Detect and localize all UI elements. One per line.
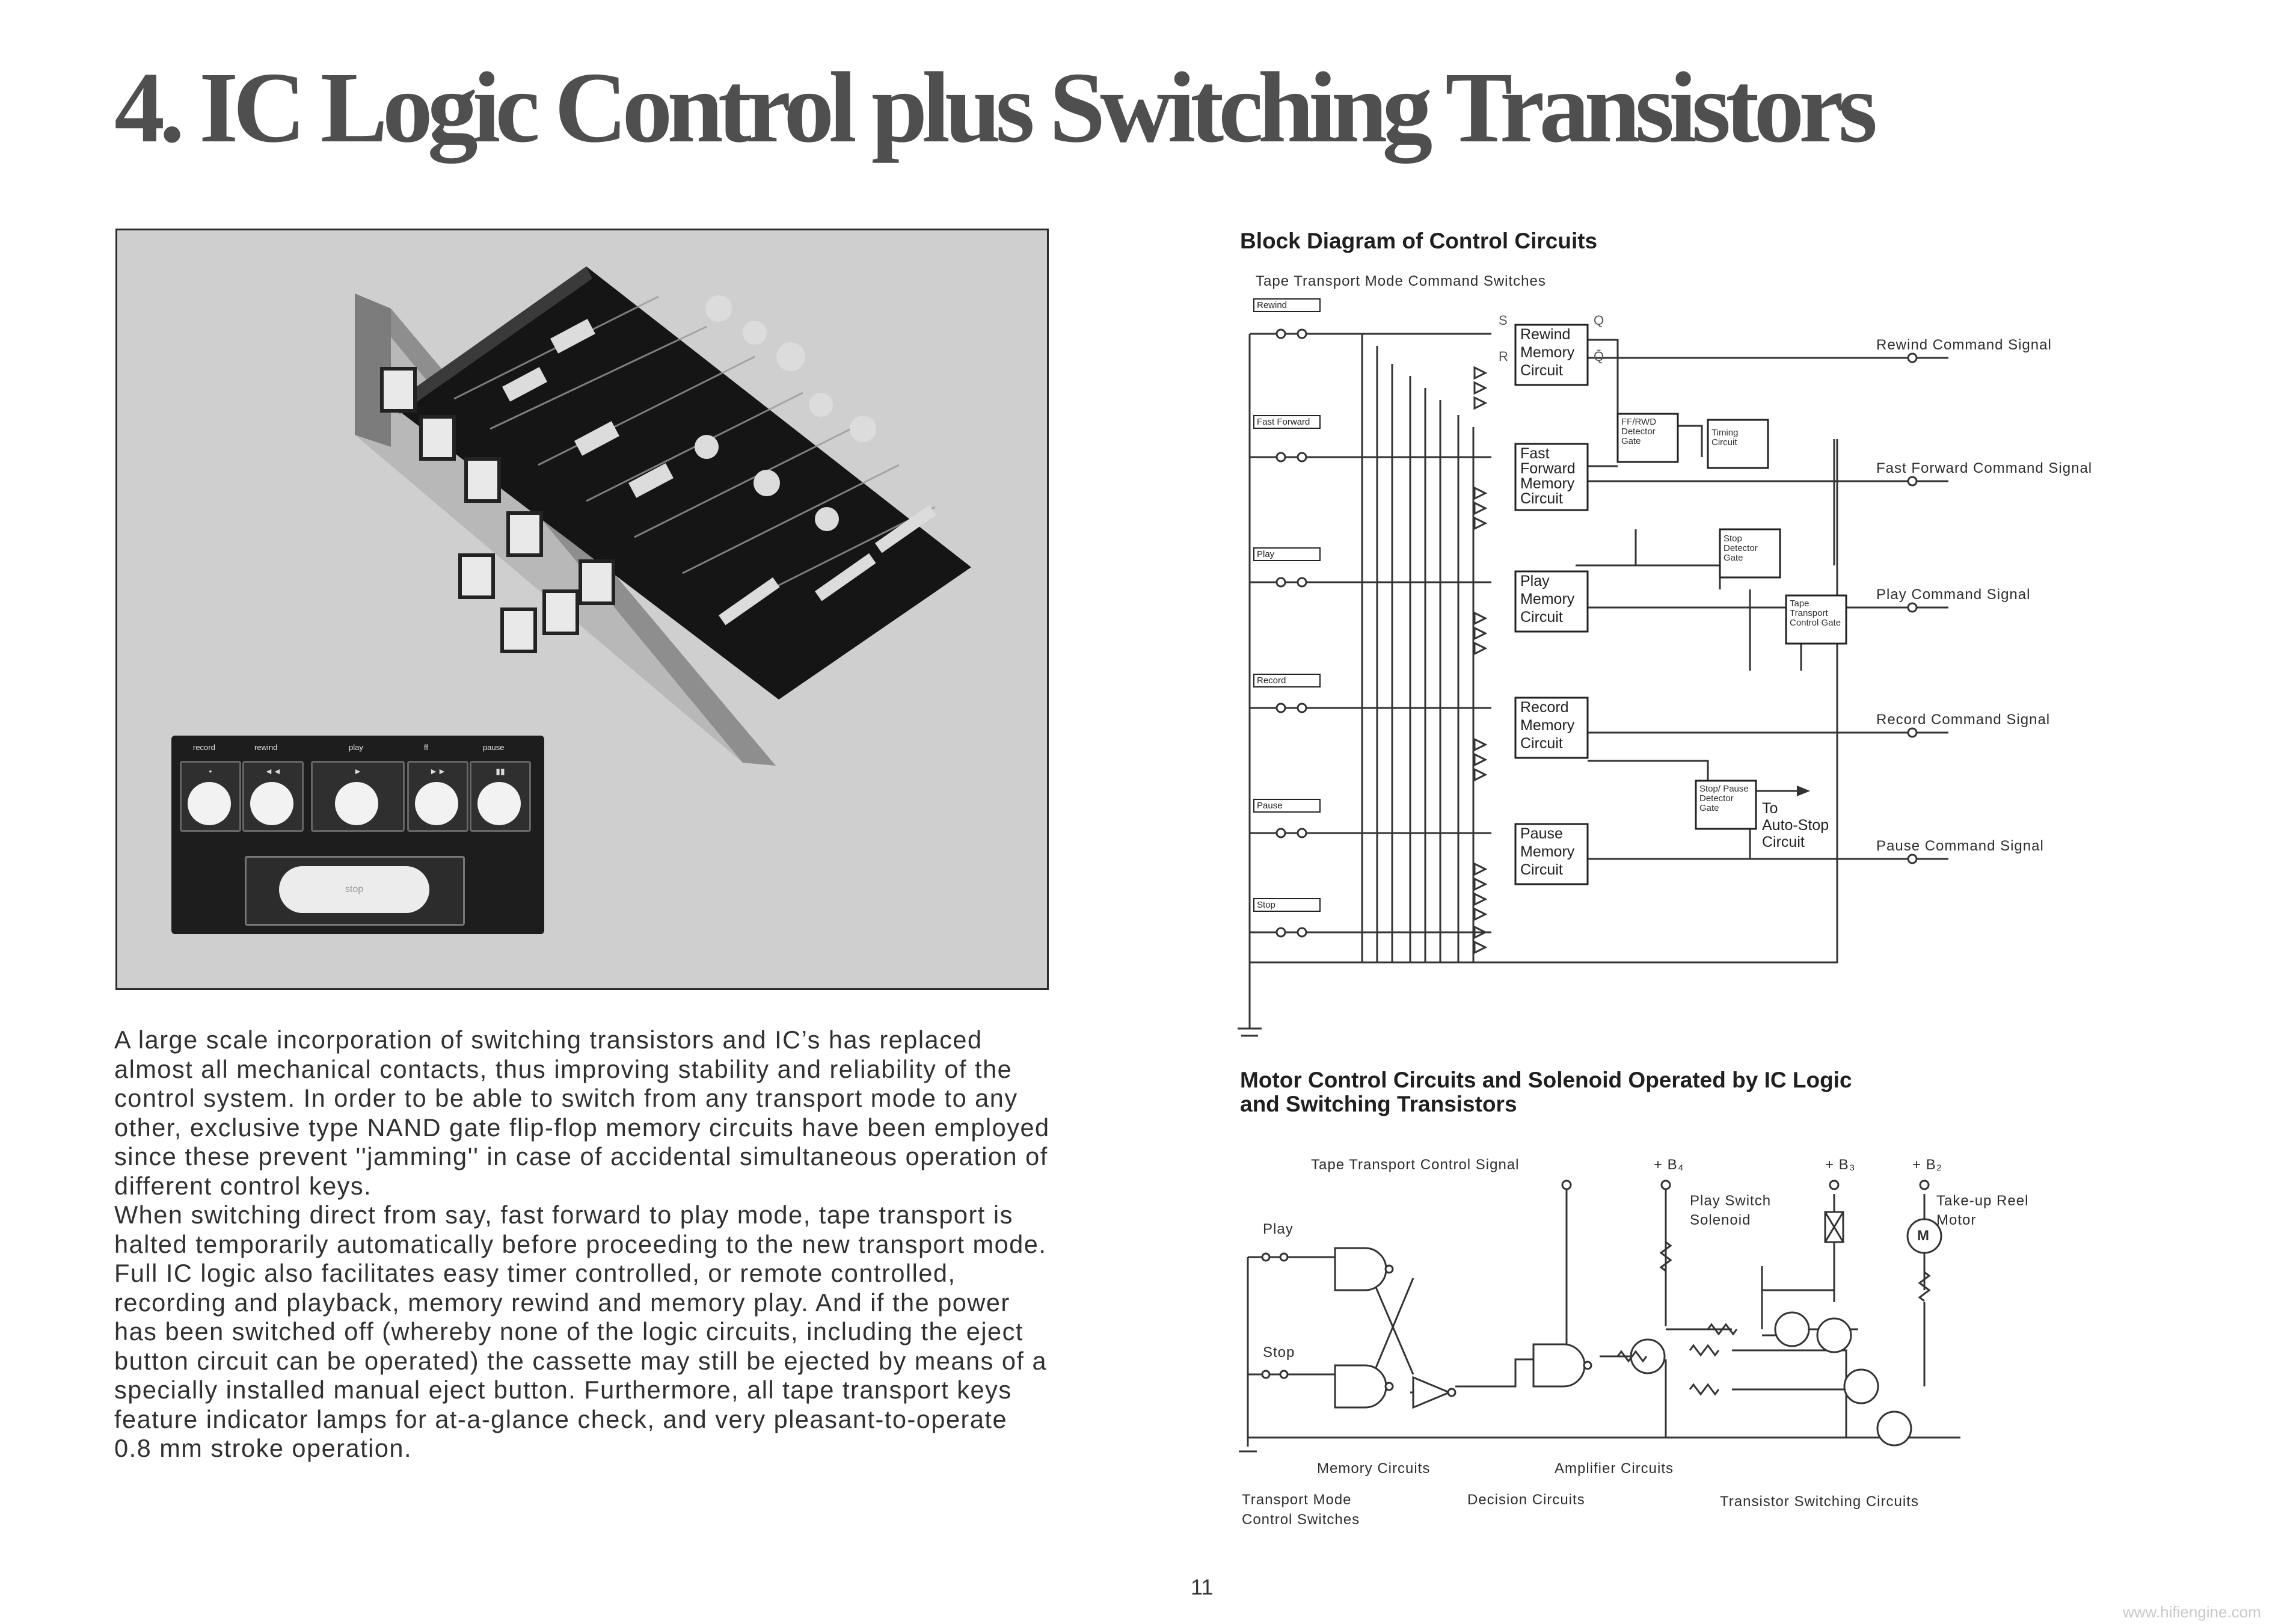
paragraph-1: A large scale incorporation of switching…: [114, 1026, 1050, 1200]
rewind-button-cap: [250, 782, 293, 825]
stop-key: stop: [245, 856, 465, 926]
switches-heading: Tape Transport Mode Command Switches: [1256, 273, 1546, 289]
motor-control-diagram: Motor Control Circuits and Solenoid Oper…: [1233, 1068, 2135, 1543]
ffrwd-detector-gate: FF/RWD Detector Gate: [1621, 417, 1657, 446]
stop-pause-detector-gate: Stop/ Pause Detector Gate: [1699, 784, 1749, 813]
paragraph-2: When switching direct from say, fast for…: [114, 1201, 1048, 1462]
circuit-board-illustration: [355, 266, 971, 766]
play-switch-label: Play: [1263, 1221, 1294, 1237]
stop-detector-gate: Stop Detector Gate: [1724, 534, 1758, 563]
record-glyph: •: [209, 766, 212, 776]
memory-circuits-label: Memory Circuits: [1317, 1460, 1431, 1477]
decision-circuits-label: Decision Circuits: [1467, 1492, 1585, 1508]
panel-label-play: play: [349, 743, 363, 752]
b2-label: + B₂: [1912, 1157, 1943, 1173]
pin-q: Q: [1594, 313, 1604, 328]
switch-pause: Pause: [1253, 799, 1321, 813]
motor-diagram-heading-1: Motor Control Circuits and Solenoid Oper…: [1240, 1068, 1852, 1092]
pin-qbar: Q̄: [1594, 349, 1604, 364]
panel-label-record: record: [193, 743, 215, 752]
page-title: 4. IC Logic Control plus Switching Trans…: [114, 52, 1877, 164]
switch-record: Record: [1253, 674, 1321, 687]
block-diagram-heading: Block Diagram of Control Circuits: [1240, 229, 1598, 253]
motor-diagram-heading-2: and Switching Transistors: [1240, 1092, 1517, 1116]
rewind-glyph: ◄◄: [265, 766, 281, 776]
transistor-switching-label: Transistor Switching Circuits: [1720, 1493, 1919, 1510]
play-glyph: ►: [354, 766, 362, 776]
pause-button-cap: [477, 782, 521, 825]
record-button-cap: [188, 782, 231, 825]
fast-forward-command-signal: Fast Forward Command Signal: [1876, 460, 2093, 476]
play-command-signal: Play Command Signal: [1876, 586, 2031, 603]
panel-label-rewind: rewind: [254, 743, 278, 752]
stop-switch-label: Stop: [1263, 1344, 1295, 1361]
rewind-key: ◄◄: [242, 761, 304, 832]
motor-diagram-wiring: [1239, 1180, 1960, 1453]
rewind-command-signal: Rewind Command Signal: [1876, 337, 2052, 353]
watermark: www.hifiengine.com: [2123, 1603, 2261, 1621]
panel-label-pause: pause: [483, 743, 505, 752]
pin-r: R: [1499, 349, 1508, 364]
stop-button-cap: stop: [279, 866, 429, 913]
switch-fast-forward: Fast Forward: [1253, 415, 1321, 429]
timing-circuit: Timing Circuit: [1711, 428, 1739, 448]
block-diagram-wiring: [1238, 324, 1948, 1037]
body-text: A large scale incorporation of switching…: [114, 1026, 1052, 1463]
control-panel: record rewind play ff pause • ◄◄ ► ►► ▮▮…: [171, 736, 544, 934]
pause-key: ▮▮: [470, 761, 531, 832]
record-key: •: [180, 761, 241, 832]
panel-label-ff: ff: [424, 743, 428, 752]
b4-label: + B₄: [1654, 1157, 1684, 1173]
block-diagram: Block Diagram of Control Circuits Tape T…: [1233, 229, 2135, 1047]
pause-glyph: ▮▮: [496, 766, 505, 776]
tape-transport-control-gate: Tape Transport Control Gate: [1790, 598, 1841, 628]
pause-command-signal: Pause Command Signal: [1876, 838, 2044, 854]
switch-play: Play: [1253, 547, 1321, 561]
ff-button-cap: [415, 782, 458, 825]
switch-stop: Stop: [1253, 898, 1321, 912]
ff-glyph: ►►: [429, 766, 446, 776]
motor-symbol: M: [1917, 1228, 1930, 1244]
switch-rewind: Rewind: [1253, 298, 1321, 312]
product-photo: record rewind play ff pause • ◄◄ ► ►► ▮▮…: [115, 229, 1049, 990]
tape-transport-control-signal: Tape Transport Control Signal: [1311, 1157, 1520, 1173]
pin-s: S: [1499, 313, 1508, 328]
play-key: ►: [311, 761, 405, 832]
play-button-cap: [335, 782, 378, 825]
amplifier-circuits-label: Amplifier Circuits: [1555, 1460, 1674, 1477]
ff-key: ►►: [407, 761, 468, 832]
page-number: 11: [1191, 1575, 1214, 1599]
record-command-signal: Record Command Signal: [1876, 712, 2051, 728]
b3-label: + B₃: [1825, 1157, 1856, 1173]
